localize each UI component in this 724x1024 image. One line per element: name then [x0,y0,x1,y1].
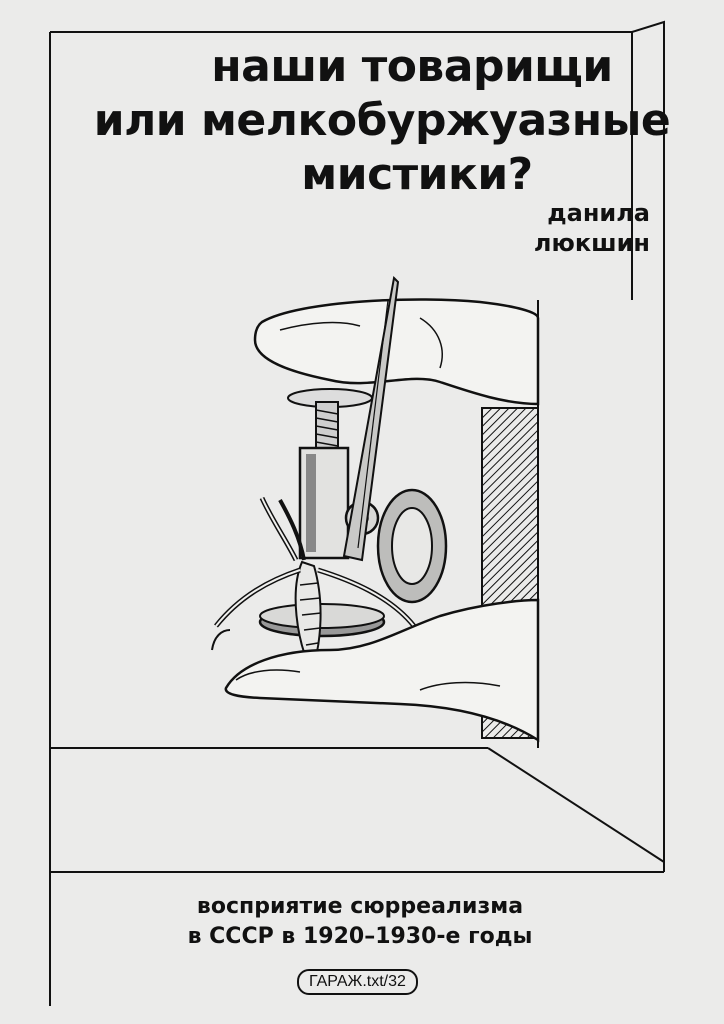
title-line-3: мистики? [0,148,724,202]
book-title: наши товарищи или мелкобуржуазные мистик… [0,40,724,202]
author-first-name: данила [500,198,650,228]
series-badge: ГАРАЖ.txt/32 [297,969,418,995]
title-line-2: или мелкобуржуазные [0,94,724,148]
subtitle-line-1: восприятие сюрреализма [120,892,600,922]
title-line-1: наши товарищи [0,40,724,94]
author-last-name: люкшин [500,228,650,258]
upper-thumb [255,299,538,404]
author-name: данила люкшин [500,198,650,258]
subtitle-line-2: в СССР в 1920–1930-е годы [120,922,600,952]
book-subtitle: восприятие сюрреализма в СССР в 1920–193… [120,892,600,952]
floor-diagonal [488,748,664,862]
